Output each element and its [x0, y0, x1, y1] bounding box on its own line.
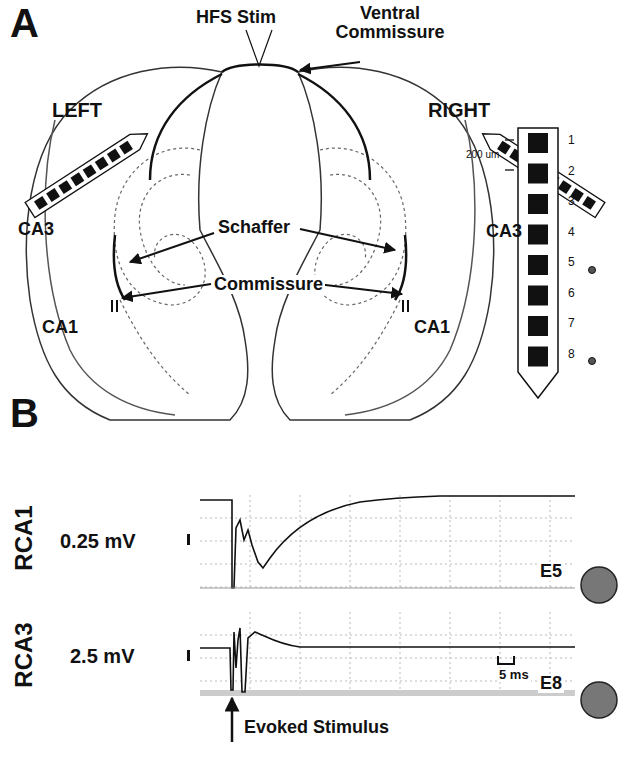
trace: [200, 496, 575, 692]
region-label: CA1: [42, 318, 78, 337]
ca1-electrode: [112, 300, 408, 312]
region-label: HFS Stim: [196, 8, 276, 27]
electrode-site: [528, 225, 548, 245]
electrode-site: [558, 180, 572, 194]
probe: [505, 128, 596, 398]
site-number: 2: [568, 165, 575, 178]
region-label: Schaffer: [216, 218, 292, 237]
scale-label: 2.5 mV: [68, 646, 136, 667]
cell-layer: [114, 148, 406, 395]
electrode-site: [107, 149, 121, 163]
electrode-site: [528, 255, 548, 275]
site-number: 1: [568, 134, 575, 147]
region-label: RIGHT: [428, 100, 490, 121]
region-label: CA3: [18, 220, 54, 239]
scale-label: 200 um: [466, 150, 499, 161]
scale-label: 5 ms: [497, 668, 531, 682]
panel-letter: A: [10, 2, 39, 44]
electrode-site: [528, 286, 548, 306]
recording-array: [25, 126, 152, 217]
electrode-marker: [581, 567, 617, 603]
region-label: CA1: [414, 318, 450, 337]
electrode-site: [46, 188, 60, 202]
panel-edge: [200, 588, 575, 589]
channel-name: RCA3: [11, 622, 36, 687]
panel-letter: B: [10, 392, 39, 434]
region-label: E5: [538, 562, 564, 581]
fibre-tract: [114, 65, 406, 301]
electrode-site: [119, 141, 133, 155]
electrode-site: [582, 196, 596, 210]
grid: [200, 612, 575, 690]
region-label: Commissure: [212, 275, 325, 294]
scale-bar: [187, 534, 515, 665]
site-number: 4: [568, 226, 575, 239]
region-label: E8: [538, 674, 564, 693]
site-number: 7: [568, 317, 575, 330]
arrow: [122, 62, 402, 742]
slice-outline: [26, 67, 493, 420]
electrode-site: [70, 172, 84, 186]
electrode-site: [528, 347, 548, 367]
scale-label: 0.25 mV: [58, 531, 138, 552]
electrode-site: [95, 157, 109, 171]
grid: [200, 495, 575, 588]
electrode-site: [83, 164, 97, 178]
electrode-site: [34, 196, 48, 210]
region-label: LEFT: [52, 100, 102, 121]
electrode-marker: [581, 682, 617, 718]
electrode-site: [528, 316, 548, 336]
site-number: 6: [568, 287, 575, 300]
site-number: 5: [568, 256, 575, 269]
stimulus-bar: [200, 690, 575, 696]
site-number: 3: [568, 195, 575, 208]
electrode-site: [528, 164, 548, 184]
electrode-site: [528, 194, 548, 214]
site-number: 8: [568, 348, 575, 361]
region-label: CA3: [486, 222, 522, 241]
electrode-site: [58, 180, 72, 194]
region-label: Evoked Stimulus: [244, 718, 389, 737]
electrode-site: [528, 133, 548, 153]
region-label: Ventral Commissure: [330, 4, 450, 42]
recording-array: [478, 126, 605, 217]
stimulating-electrode: [246, 30, 272, 66]
channel-name: RCA1: [11, 505, 36, 570]
